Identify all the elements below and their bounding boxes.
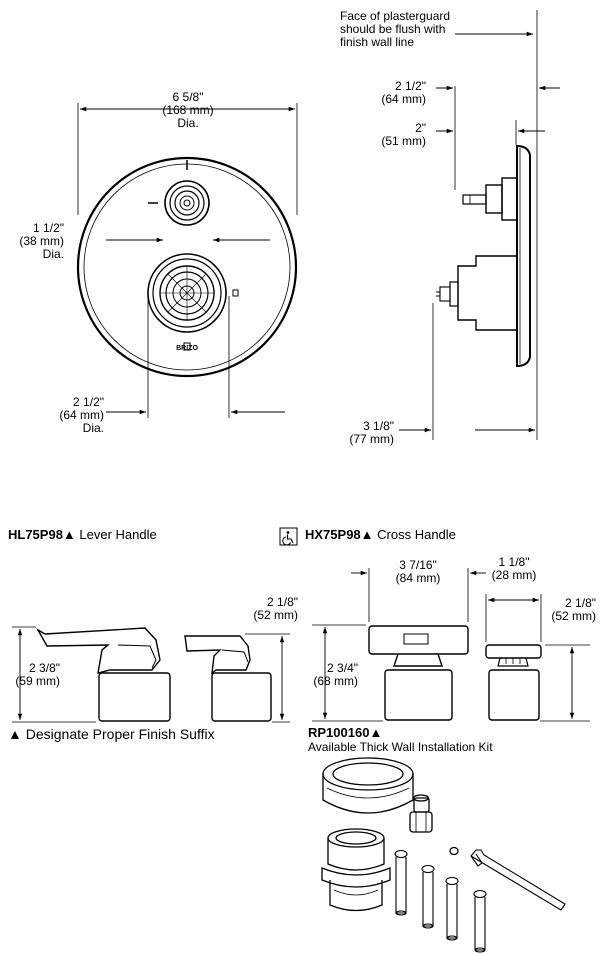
cross-left-mm: (68 mm) xyxy=(313,674,358,688)
plasterguard-line-3: finish wall line xyxy=(340,35,415,49)
diverter-knob xyxy=(148,160,210,226)
cross-height-left-label: 2 3/4" (68 mm) xyxy=(300,662,358,688)
installation-kit-drawing xyxy=(321,757,566,953)
large-knob-inch: 2 1/2" xyxy=(73,395,104,409)
depth-b-mm: (51 mm) xyxy=(381,134,426,148)
cross-name: Cross Handle xyxy=(373,527,456,542)
lever-finish-symbol: ▲ xyxy=(62,527,76,542)
cross-small-inch: 1 1/8" xyxy=(498,555,530,569)
lever-right-inch: 2 1/8" xyxy=(267,595,298,609)
cross-dimension-lines xyxy=(312,568,590,722)
lever-model: HL75P98 xyxy=(8,527,63,542)
small-knob-dia: Dia. xyxy=(42,247,64,261)
cross-small-mm: (28 mm) xyxy=(491,568,537,582)
cross-model: HX75P98 xyxy=(305,527,361,542)
side-view-valve xyxy=(399,10,560,440)
large-knob-dia: Dia. xyxy=(82,421,104,435)
kit-model: RP100160 xyxy=(308,725,370,740)
lever-right-mm: (52 mm) xyxy=(253,608,298,622)
depth-c-inch: 3 1/8" xyxy=(363,419,394,433)
trim-plate-profile xyxy=(516,144,531,368)
width-dimension-label: 6 5/8" (168 mm) Dia. xyxy=(150,91,226,130)
lever-left-inch: 2 3/8" xyxy=(29,661,60,675)
front-view-trim xyxy=(76,103,298,418)
cross-finish-symbol: ▲ xyxy=(360,527,374,542)
cross-handle-title: HX75P98▲ Cross Handle xyxy=(305,527,565,542)
kit-title: RP100160▲ Available Thick Wall Installat… xyxy=(308,725,568,755)
trim-plate xyxy=(76,156,298,378)
small-knob-inch: 1 1/2" xyxy=(33,221,64,235)
kit-finish-symbol: ▲ xyxy=(369,725,383,740)
lever-left-mm: (59 mm) xyxy=(15,674,60,688)
width-dia: Dia. xyxy=(177,116,199,130)
plasterguard-line-2: should be flush with xyxy=(340,22,446,36)
lever-height-left-label: 2 3/8" (59 mm) xyxy=(2,662,60,688)
finish-suffix-note: ▲ Designate Proper Finish Suffix xyxy=(8,726,215,742)
small-knob-dimension-label: 1 1/2" (38 mm) Dia. xyxy=(2,222,64,261)
plasterguard-note: Face of plasterguard should be flush wit… xyxy=(340,10,480,49)
depth-c-label: 3 1/8" (77 mm) xyxy=(334,420,394,446)
depth-b-label: 2" (51 mm) xyxy=(366,122,426,148)
cross-large-inch: 3 7/16" xyxy=(399,558,437,572)
accessibility-icon xyxy=(279,527,298,546)
depth-c-mm: (77 mm) xyxy=(349,432,394,446)
cross-left-inch: 2 3/4" xyxy=(327,661,358,675)
depth-a-mm: (64 mm) xyxy=(381,92,426,106)
small-knob-mm: (38 mm) xyxy=(19,234,64,248)
lever-handle-title: HL75P98▲ Lever Handle xyxy=(8,527,228,542)
lever-height-right-label: 2 1/8" (52 mm) xyxy=(240,596,298,622)
cross-width-large-label: 3 7/16" (84 mm) xyxy=(378,559,458,585)
cross-width-small-label: 1 1/8" (28 mm) xyxy=(474,556,554,582)
width-inch: 6 5/8" xyxy=(172,90,204,104)
brand-logo-icon xyxy=(183,342,191,351)
large-knob-dimension-label: 2 1/2" (64 mm) Dia. xyxy=(42,396,104,435)
cross-height-right-label: 2 1/8" (52 mm) xyxy=(538,597,596,623)
depth-a-label: 2 1/2" (64 mm) xyxy=(366,80,426,106)
brand-logo-text: BRIZO xyxy=(176,345,198,352)
plasterguard-line-1: Face of plasterguard xyxy=(340,9,451,23)
kit-description: Available Thick Wall Installation Kit xyxy=(308,740,493,754)
cross-handle-drawing xyxy=(368,625,542,721)
width-mm: (168 mm) xyxy=(162,103,214,117)
cross-right-inch: 2 1/8" xyxy=(565,596,596,610)
cross-large-mm: (84 mm) xyxy=(395,571,441,585)
lever-name: Lever Handle xyxy=(75,527,157,542)
cross-right-mm: (52 mm) xyxy=(551,609,596,623)
lever-dimension-lines xyxy=(12,626,290,723)
large-knob-mm: (64 mm) xyxy=(59,408,104,422)
depth-a-inch: 2 1/2" xyxy=(395,79,426,93)
lever-handle-drawing xyxy=(36,627,272,722)
depth-b-inch: 2" xyxy=(415,121,426,135)
temperature-knob xyxy=(147,253,239,333)
